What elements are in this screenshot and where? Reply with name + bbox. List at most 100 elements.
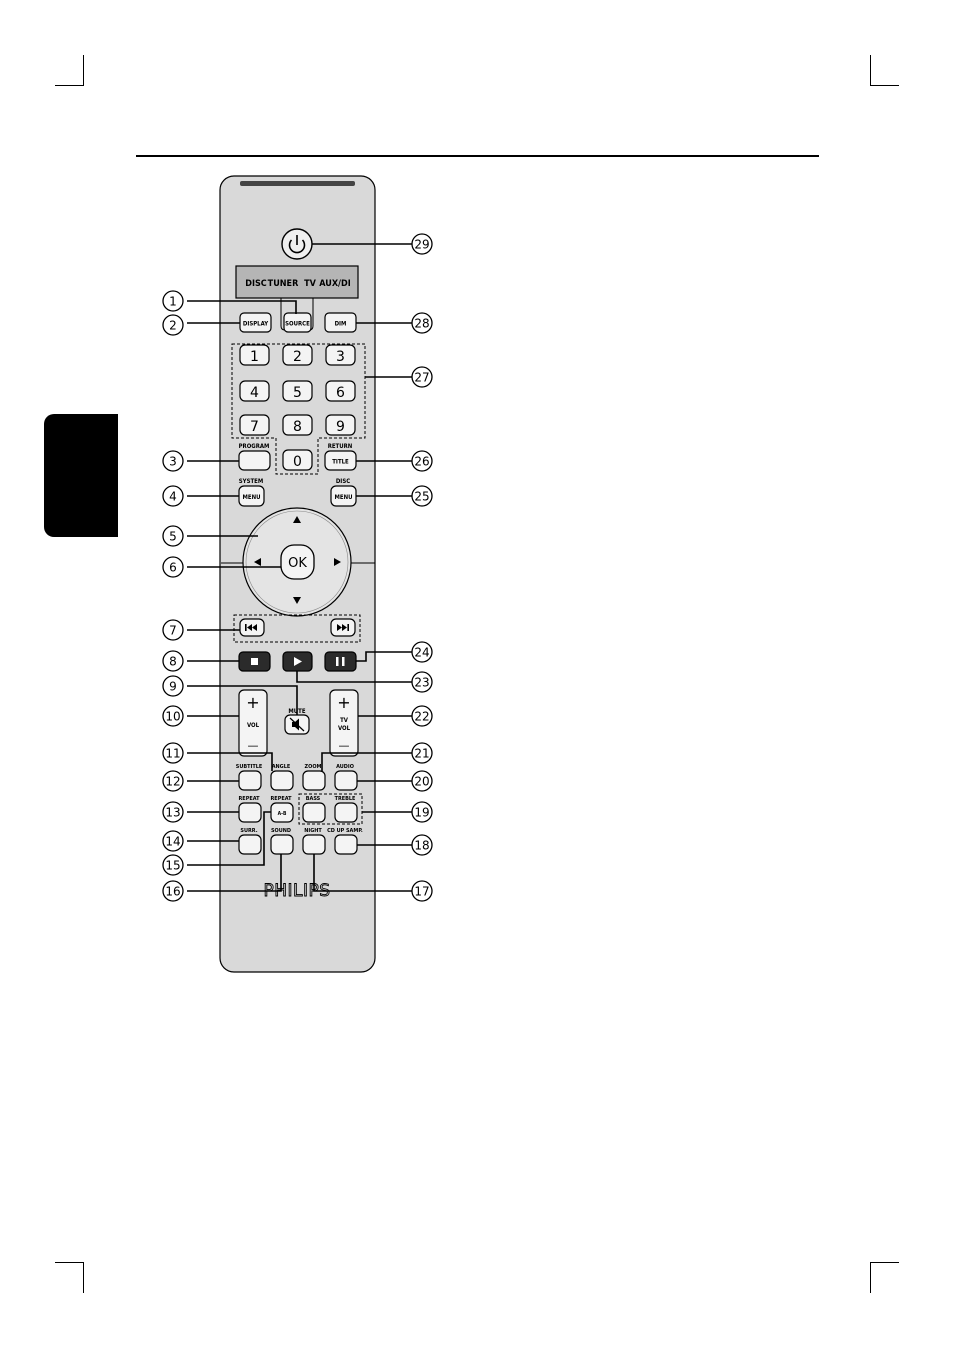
callout-1: 1: [162, 290, 184, 312]
callout-number: 7: [169, 624, 177, 638]
callout-12: 12: [162, 770, 184, 792]
callout-10: 10: [162, 705, 184, 727]
crop-mark-bottom-right-h: [870, 1262, 899, 1263]
callout-number: 4: [169, 490, 177, 504]
svg-text:A-B: A-B: [278, 811, 287, 817]
surround-button[interactable]: [238, 834, 262, 855]
mute-icon: [289, 717, 305, 732]
callout-14: 14: [162, 830, 184, 852]
svg-text:MENU: MENU: [243, 494, 261, 501]
nav-right-arrow-icon[interactable]: [334, 558, 341, 566]
callout-number: 13: [165, 806, 180, 820]
callout-25: 25: [411, 485, 433, 507]
svg-text:OK: OK: [288, 556, 307, 571]
callout-number: 18: [414, 839, 429, 853]
callout-17: 17: [411, 880, 433, 902]
digit-button-6[interactable]: 6: [325, 380, 356, 402]
nav-down-arrow-icon[interactable]: [293, 597, 301, 604]
callout-6: 6: [162, 556, 184, 578]
callout-28: 28: [411, 312, 433, 334]
callout-number: 14: [165, 835, 180, 849]
svg-text:2: 2: [293, 349, 302, 365]
digit-button-3[interactable]: 3: [325, 344, 356, 366]
disc-label: DISC: [336, 478, 350, 485]
callout-3: 3: [162, 450, 184, 472]
source-label-aux: AUX/DI: [319, 279, 351, 289]
callout-19: 19: [411, 801, 433, 823]
callout-number: 15: [165, 859, 180, 873]
callout-number: 21: [414, 747, 429, 761]
digit-button-5[interactable]: 5: [282, 380, 313, 402]
callout-number: 3: [169, 455, 177, 469]
previous-button[interactable]: [239, 618, 265, 637]
callout-number: 23: [414, 676, 429, 690]
bass-button[interactable]: [302, 802, 326, 823]
zoom-button[interactable]: [302, 770, 326, 791]
svg-text:MENU: MENU: [335, 494, 353, 501]
bass-treble-dashed-frame: [298, 793, 363, 825]
digit-button-1[interactable]: 1: [239, 344, 270, 366]
digit-button-7[interactable]: 7: [239, 414, 270, 436]
crop-mark-bottom-left-h: [55, 1262, 84, 1263]
svg-text:0: 0: [293, 454, 302, 470]
sound-label: SOUND: [271, 828, 291, 834]
callout-9: 9: [162, 675, 184, 697]
svg-text:SOURCE: SOURCE: [285, 321, 310, 328]
callout-2: 2: [162, 314, 184, 336]
cd-up-samp-label: CD UP SAMP.: [327, 828, 363, 834]
source-display: DISC TUNER TV AUX/DI: [235, 265, 359, 299]
digit-button-9[interactable]: 9: [325, 414, 356, 436]
callout-24: 24: [411, 641, 433, 663]
surround-label: SURR.: [240, 828, 257, 834]
system-label: SYSTEM: [239, 478, 263, 485]
source-label-tuner: TUNER: [268, 279, 299, 289]
callout-number: 27: [414, 371, 429, 385]
subtitle-label: SUBTITLE: [236, 764, 263, 770]
callout-number: 19: [414, 806, 429, 820]
angle-button[interactable]: [270, 770, 294, 791]
stop-icon: [251, 658, 258, 665]
volume-label: VOL: [247, 722, 260, 729]
ok-button[interactable]: OK: [280, 544, 315, 580]
repeat-label: REPEAT: [239, 796, 261, 802]
callout-number: 24: [414, 646, 429, 660]
svg-text:7: 7: [250, 419, 259, 435]
callout-16: 16: [162, 880, 184, 902]
callout-23: 23: [411, 671, 433, 693]
callout-number: 16: [165, 885, 180, 899]
volume-rocker[interactable]: + VOL —: [238, 689, 268, 757]
digit-button-2[interactable]: 2: [282, 344, 313, 366]
next-button[interactable]: [330, 618, 356, 637]
digit-button-4[interactable]: 4: [239, 380, 270, 402]
callout-11: 11: [162, 742, 184, 764]
crop-mark-top-right-v: [870, 55, 871, 86]
crop-mark-bottom-left-v: [83, 1262, 84, 1293]
callout-number: 20: [414, 775, 429, 789]
treble-button[interactable]: [334, 802, 358, 823]
svg-text:1: 1: [250, 349, 259, 365]
leader-lines: [187, 243, 412, 892]
night-label: NIGHT: [304, 828, 322, 834]
callout-number: 28: [414, 317, 429, 331]
callout-number: 11: [165, 747, 180, 761]
svg-text:4: 4: [250, 385, 259, 401]
svg-text:6: 6: [336, 385, 345, 401]
callout-number: 6: [169, 561, 177, 575]
source-label-disc: DISC: [245, 279, 267, 289]
digit-button-0[interactable]: 0: [282, 449, 313, 471]
source-button[interactable]: SOURCE: [283, 312, 312, 333]
nav-up-arrow-icon[interactable]: [293, 516, 301, 523]
tv-volume-rocker[interactable]: + TV VOL —: [329, 689, 359, 757]
svg-text:5: 5: [293, 385, 302, 401]
callout-number: 2: [169, 319, 177, 333]
sound-button[interactable]: [270, 834, 294, 855]
nav-left-arrow-icon[interactable]: [254, 558, 261, 566]
svg-text:9: 9: [336, 419, 345, 435]
digit-button-8[interactable]: 8: [282, 414, 313, 436]
crop-mark-bottom-right-v: [870, 1262, 871, 1293]
next-icon: [337, 624, 349, 631]
tv-label: TV: [340, 717, 349, 724]
svg-text:3: 3: [336, 349, 345, 365]
